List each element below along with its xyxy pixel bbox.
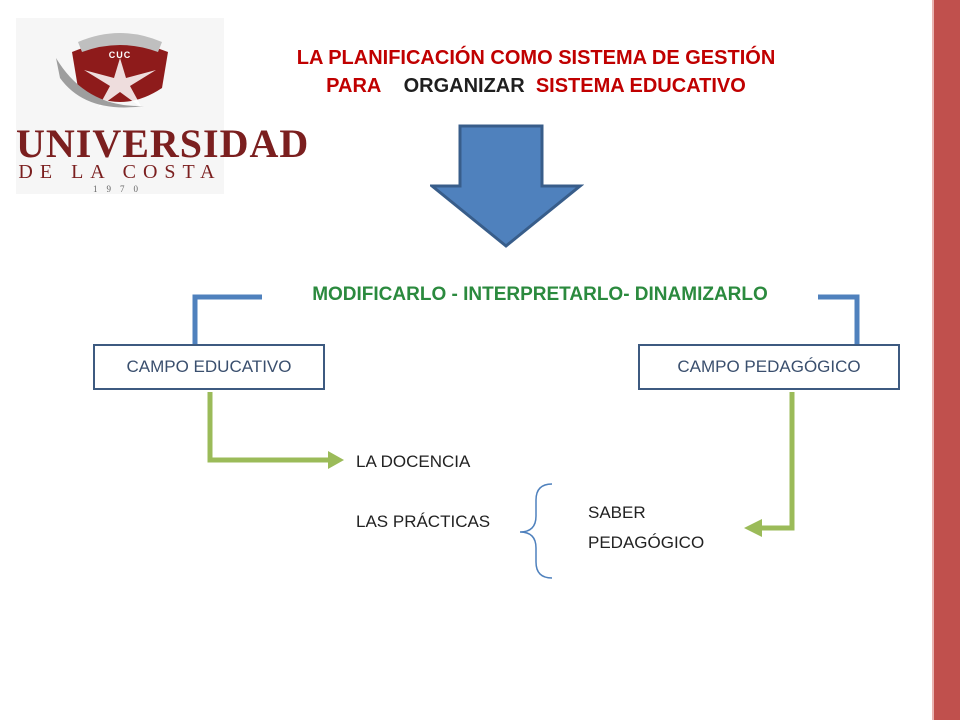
connector-pedagogico-saber [762,392,795,531]
title-line-1: LA PLANIFICACIÓN COMO SISTEMA DE GESTIÓN [296,47,776,69]
saber-line-2: PEDAGÓGICO [588,533,705,552]
curly-brace-icon [519,483,553,579]
down-arrow-icon [430,124,584,248]
saber-pedagogico-label: SABER PEDAGÓGICO [588,498,704,558]
arrowhead-saber-icon [744,519,762,537]
logo-badge-text: CUC [108,50,132,60]
title-word-para: PARA [326,75,382,97]
shield-emblem-icon [56,33,168,108]
bracket-line-left [192,294,262,344]
docencia-label: LA DOCENCIA [356,452,471,471]
title-word-sistema: SISTEMA EDUCATIVO [535,75,746,97]
arrowhead-docencia-icon [328,451,344,469]
subtitle: MODIFICARLO - INTERPRETARLO- DINAMIZARLO [262,284,818,306]
page-title: LA PLANIFICACIÓN COMO SISTEMA DE GESTIÓN… [232,44,840,100]
connector-educativo-docencia [207,392,330,463]
campo-educativo-box: CAMPO EDUCATIVO [93,344,325,390]
bracket-line-right [818,294,860,344]
right-accent-bar [932,0,960,720]
logo-costa-text: DE LA COSTA [18,161,222,183]
practicas-label: LAS PRÁCTICAS [356,512,491,531]
title-line-2: PARA ORGANIZAR SISTEMA EDUCATIVO [232,72,840,100]
saber-line-1: SABER [588,503,646,522]
logo-year-text: 1970 [93,184,147,194]
title-word-organizar: ORGANIZAR [403,75,525,97]
campo-pedagogico-box: CAMPO PEDAGÓGICO [638,344,900,390]
